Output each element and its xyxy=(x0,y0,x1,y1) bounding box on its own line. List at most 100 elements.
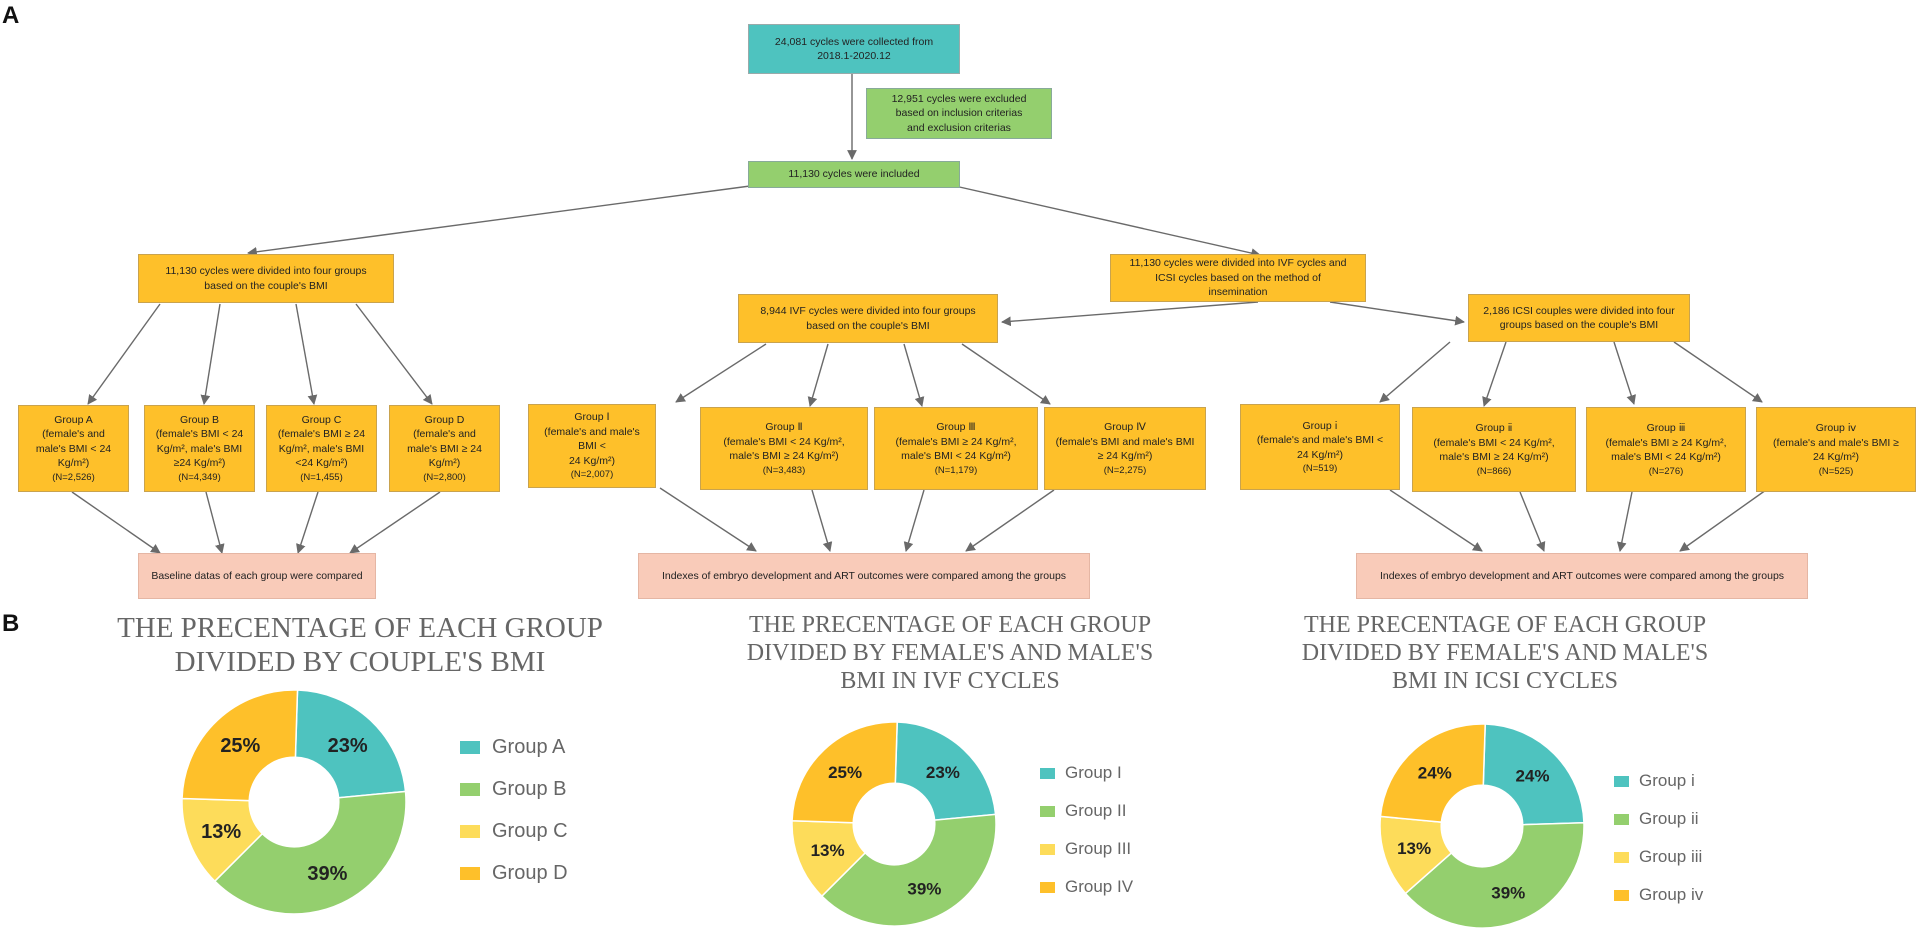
donut-slice-4 xyxy=(1379,723,1486,823)
donut-chart-icsi: 24% 39% 13% 24% xyxy=(1379,723,1585,929)
donut-label-2: 39% xyxy=(1491,883,1525,902)
legend-label: Group C xyxy=(492,819,568,842)
legend-item-4: Group iv xyxy=(1614,876,1703,914)
icsi-outcome-text: Indexes of embryo development and ART ou… xyxy=(1379,569,1785,582)
group-c-box: Group C (female's BMI ≥ 24 Kg/m², male's… xyxy=(266,405,377,492)
group-a-box: Group A (female's and male's BMI < 24 Kg… xyxy=(18,405,129,492)
couple-bmi-split-box: 11,130 cycles were divided into four gro… xyxy=(138,254,394,303)
donut-label-1: 23% xyxy=(328,735,368,757)
group-ivf-4-count: (N=2,275) xyxy=(1103,464,1147,476)
donut-slice-1 xyxy=(1482,723,1585,826)
donut-slice-4 xyxy=(181,689,299,802)
group-icsi-3-desc: Group ⅲ (female's BMI ≥ 24 Kg/m², male's… xyxy=(1605,422,1727,464)
donut-slice-4 xyxy=(791,721,898,824)
group-icsi-4-desc: Group ⅳ (female's and male's BMI ≥ 24 Kg… xyxy=(1773,422,1899,464)
donut-chart-couple: 23%39%13%25% xyxy=(181,689,407,915)
insemination-split-box: 11,130 cycles were divided into IVF cycl… xyxy=(1110,254,1366,302)
collected-box: 24,081 cycles were collected from 2018.1… xyxy=(748,24,960,74)
icsi-split-text: 2,186 ICSI couples were divided into fou… xyxy=(1483,304,1675,331)
baseline-compare-box: Baseline datas of each group were compar… xyxy=(138,553,376,599)
baseline-compare-text: Baseline datas of each group were compar… xyxy=(151,569,363,582)
legend-item-3: Group iii xyxy=(1614,838,1703,876)
group-icsi-1-desc: Group ⅰ (female's and male's BMI < 24 Kg… xyxy=(1256,419,1384,461)
legend-couple: Group A Group B Group C Group D xyxy=(460,726,568,894)
group-ivf-4-box: Group Ⅳ (female's BMI and male's BMI ≥ 2… xyxy=(1044,407,1206,490)
excluded-text: 12,951 cycles were excluded based on inc… xyxy=(891,92,1027,134)
collected-text: 24,081 cycles were collected from 2018.1… xyxy=(774,35,934,62)
donut-label-3: 13% xyxy=(1397,839,1431,858)
donut-label-4: 25% xyxy=(828,763,862,782)
legend-swatch xyxy=(460,782,480,796)
legend-item-2: Group B xyxy=(460,768,568,810)
insemination-split-text: 11,130 cycles were divided into IVF cycl… xyxy=(1129,257,1347,299)
legend-swatch xyxy=(1614,813,1629,825)
group-ivf-2-box: Group Ⅱ (female's BMI < 24 Kg/m², male's… xyxy=(700,407,868,490)
legend-label: Group iii xyxy=(1639,847,1703,866)
group-ivf-2-desc: Group Ⅱ (female's BMI < 24 Kg/m², male's… xyxy=(723,421,845,463)
legend-item-2: Group ii xyxy=(1614,800,1703,838)
group-ivf-1-count: (N=2,007) xyxy=(570,469,614,481)
legend-swatch xyxy=(1614,889,1629,901)
group-ivf-3-count: (N=1,179) xyxy=(934,464,978,476)
couple-bmi-split-text: 11,130 cycles were divided into four gro… xyxy=(165,265,367,292)
group-ivf-3-desc: Group Ⅲ (female's BMI ≥ 24 Kg/m², male's… xyxy=(895,421,1017,463)
group-icsi-3-count: (N=276) xyxy=(1648,465,1684,477)
legend-label: Group A xyxy=(492,735,566,758)
group-b-box: Group B (female's BMI < 24 Kg/m², male's… xyxy=(144,405,255,492)
group-b-desc: Group B (female's BMI < 24 Kg/m², male's… xyxy=(155,413,244,470)
legend-item-1: Group A xyxy=(460,726,568,768)
ivf-split-text: 8,944 IVF cycles were divided into four … xyxy=(760,305,976,332)
group-icsi-4-count: (N=525) xyxy=(1818,465,1854,477)
included-box: 11,130 cycles were included xyxy=(748,161,960,188)
donut-slice-1 xyxy=(294,689,407,799)
group-b-count: (N=4,349) xyxy=(178,471,221,483)
legend-swatch xyxy=(1040,881,1055,893)
legend-label: Group IV xyxy=(1065,877,1134,896)
group-icsi-3-box: Group ⅲ (female's BMI ≥ 24 Kg/m², male's… xyxy=(1586,407,1746,492)
legend-item-1: Group i xyxy=(1614,762,1703,800)
donut-slice-1 xyxy=(894,721,997,821)
legend-swatch xyxy=(460,866,480,880)
ivf-outcome-text: Indexes of embryo development and ART ou… xyxy=(661,569,1067,582)
donut-label-1: 24% xyxy=(1515,766,1549,785)
group-icsi-2-box: Group ⅱ (female's BMI < 24 Kg/m², male's… xyxy=(1412,407,1576,492)
legend-swatch xyxy=(1614,851,1629,863)
donut-slice-2 xyxy=(820,813,997,927)
group-icsi-2-desc: Group ⅱ (female's BMI < 24 Kg/m², male's… xyxy=(1433,422,1555,464)
legend-label: Group II xyxy=(1065,801,1127,820)
group-icsi-1-count: (N=519) xyxy=(1302,463,1338,475)
legend-item-3: Group III xyxy=(1040,830,1133,868)
legend-item-1: Group I xyxy=(1040,754,1133,792)
legend-label: Group I xyxy=(1065,763,1122,782)
legend-label: Group ii xyxy=(1639,809,1699,828)
donut-label-4: 24% xyxy=(1418,763,1452,782)
legend-swatch xyxy=(1040,767,1055,779)
group-d-box: Group D (female's and male's BMI ≥ 24 Kg… xyxy=(389,405,500,492)
legend-item-2: Group II xyxy=(1040,792,1133,830)
donut-label-3: 13% xyxy=(201,821,241,843)
legend-swatch xyxy=(1040,805,1055,817)
ivf-outcome-box: Indexes of embryo development and ART ou… xyxy=(638,553,1090,599)
legend-label: Group iv xyxy=(1639,885,1704,904)
group-a-count: (N=2,526) xyxy=(52,471,95,483)
legend-swatch xyxy=(1614,775,1629,787)
donut-label-2: 39% xyxy=(907,880,941,899)
legend-item-4: Group D xyxy=(460,852,568,894)
legend-swatch xyxy=(1040,843,1055,855)
group-ivf-2-count: (N=3,483) xyxy=(762,464,806,476)
donut-slice-2 xyxy=(1404,822,1585,929)
legend-label: Group i xyxy=(1639,771,1695,790)
included-text: 11,130 cycles were included xyxy=(788,168,920,181)
group-ivf-4-desc: Group Ⅳ (female's BMI and male's BMI ≥ 2… xyxy=(1055,421,1195,463)
group-c-desc: Group C (female's BMI ≥ 24 Kg/m², male's… xyxy=(277,413,366,470)
group-icsi-1-box: Group ⅰ (female's and male's BMI < 24 Kg… xyxy=(1240,404,1400,490)
legend-swatch xyxy=(460,824,480,838)
group-ivf-1-desc: Group Ⅰ (female's and male's BMI < 24 Kg… xyxy=(544,411,640,467)
legend-swatch xyxy=(460,740,480,754)
group-a-desc: Group A (female's and male's BMI < 24 Kg… xyxy=(35,413,112,470)
chart-title-ivf: THE PRECENTAGE OF EACH GROUP DIVIDED BY … xyxy=(746,612,1154,694)
legend-item-3: Group C xyxy=(460,810,568,852)
excluded-box: 12,951 cycles were excluded based on inc… xyxy=(866,88,1052,139)
